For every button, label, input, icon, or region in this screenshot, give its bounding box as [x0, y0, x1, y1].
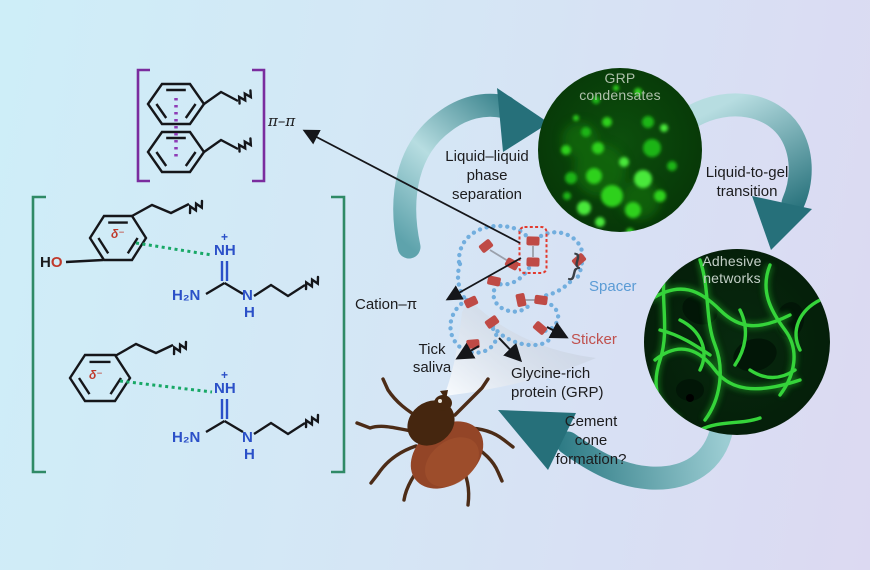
amine-n-label: N: [242, 287, 253, 304]
cement-line2: cone: [574, 432, 608, 449]
tick-saliva-line2: saliva: [412, 359, 452, 376]
charge-plus-label: +: [221, 230, 229, 244]
cycle-arrow-llps-icon: [393, 88, 549, 259]
amine-h-label: H: [244, 446, 255, 463]
imine-nh-label: NH: [214, 242, 236, 259]
tick-saliva-label: Tick saliva: [403, 341, 461, 377]
pi-pi-label: π–π: [268, 112, 296, 130]
delta-minus-label: δ⁻: [89, 368, 103, 382]
spacer-label: Spacer: [589, 278, 637, 295]
tick-saliva-line1: Tick: [418, 341, 446, 358]
networks-line2: networks: [703, 270, 761, 286]
ltg-line1: Liquid-to-gel: [705, 164, 789, 181]
imine-nh-label: NH: [214, 380, 236, 397]
cement-line1: Cement: [564, 413, 618, 430]
arrow-to-tick-saliva-icon: [455, 342, 480, 360]
llps-label: Liquid–liquid phase separation: [430, 147, 544, 204]
cation-pi-bond-icon: [119, 379, 213, 394]
charge-plus-label: +: [221, 368, 229, 382]
condensates-line1: GRP: [604, 70, 636, 86]
grp-condensates-label: GRP condensates: [560, 70, 680, 104]
cement-cone-label: Cement cone formation?: [536, 412, 646, 469]
cation-pi-bond-icon: [135, 241, 213, 257]
grp-protein-line2: protein (GRP): [511, 384, 604, 401]
arrow-to-grp-icon: [498, 337, 523, 363]
liquid-to-gel-label: Liquid-to-gel transition: [687, 163, 807, 201]
ltg-line2: transition: [716, 183, 778, 200]
amine-h2n-label: H₂N: [172, 287, 201, 304]
cation-pi-structure: [31, 195, 346, 474]
sticker-label: Sticker: [571, 331, 617, 348]
annotation-arrows: [302, 129, 569, 363]
delta-minus-label: δ⁻: [111, 227, 125, 241]
amine-h2n-label: H₂N: [172, 429, 201, 446]
adhesive-networks-image: [644, 249, 830, 435]
llps-line3: separation: [451, 186, 523, 203]
grp-protein-label: Glycine-rich protein (GRP): [511, 364, 604, 402]
pi-pi-structure: [136, 68, 266, 183]
arrow-to-cation-pi-icon: [445, 257, 522, 301]
adhesive-networks-label: Adhesive networks: [676, 253, 788, 287]
grp-condensates-image: [538, 68, 702, 232]
amine-n-label: N: [242, 429, 253, 446]
cation-pi-label: Cation–π: [355, 296, 418, 313]
hydroxyl-h: H: [40, 254, 51, 271]
networks-line1: Adhesive: [702, 253, 762, 269]
hydroxyl-o: O: [50, 254, 63, 271]
condensates-line2: condensates: [579, 87, 661, 103]
tick-illustration: [355, 377, 515, 507]
sticker-blocks: [463, 236, 587, 349]
sticker-pair-highlight-box: [518, 226, 548, 274]
llps-line2: phase: [466, 167, 508, 184]
hydroxyl-label: HO: [40, 255, 63, 270]
cement-line3: formation?: [555, 451, 627, 468]
cycle-arrow-cement-cone-icon: [498, 410, 734, 490]
llps-line1: Liquid–liquid: [445, 148, 529, 165]
grp-protein-line1: Glycine-rich: [511, 365, 591, 382]
cycle-arrow-liquid-to-gel-icon: [681, 93, 812, 250]
amine-h-label: H: [244, 304, 255, 321]
arrow-to-sticker-icon: [546, 322, 569, 339]
arrow-to-pi-pi-icon: [302, 129, 521, 244]
